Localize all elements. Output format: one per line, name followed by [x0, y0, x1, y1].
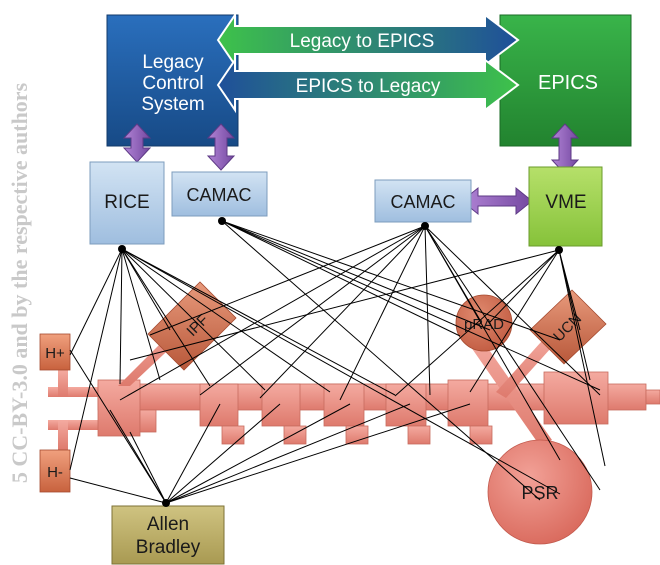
- rice-box: [89, 161, 165, 245]
- legacy-box-line-3: System: [141, 94, 204, 115]
- connection-line-camacR-7: [424, 225, 601, 491]
- connection-line-rice-1: [121, 248, 161, 381]
- h-minus-source: [39, 449, 71, 493]
- h-plus-stub: [58, 370, 68, 397]
- connection-line-rice-6: [121, 248, 171, 331]
- h-minus-label: H-: [47, 464, 63, 481]
- connection-line-camacL-2: [221, 220, 601, 391]
- connection-line-ab-3: [165, 403, 221, 504]
- connection-line-camacR-3: [339, 225, 426, 401]
- rice-label: RICE: [104, 192, 149, 213]
- h-plus-source: [39, 333, 71, 371]
- allen-bradley-line-2: Bradley: [136, 537, 201, 558]
- prad-label: pRAD: [464, 316, 504, 333]
- camac-right-box: [374, 179, 472, 223]
- connection-line-rice-2: [121, 248, 211, 387]
- connection-line-ab-4: [165, 403, 281, 504]
- connection-line-camacR-1: [199, 225, 426, 396]
- rice-hub-dot: [118, 245, 126, 253]
- connection-line-ab-8: [129, 431, 167, 504]
- connection-line-camacR-8: [424, 225, 481, 321]
- allen-bradley-box: [111, 505, 225, 565]
- psr-ring: [487, 439, 593, 545]
- epics-to-legacy-arrow: [216, 56, 520, 114]
- camac-left-box: [171, 171, 268, 217]
- epics-box-label: EPICS: [538, 72, 598, 94]
- connection-line-camacL-1: [221, 220, 491, 331]
- vme-box: [528, 166, 603, 247]
- connection-line-ab-2: [109, 409, 167, 504]
- legacy-box-line-2: Control: [142, 73, 203, 94]
- beam-pipe-end: [645, 389, 660, 405]
- vme-label: VME: [545, 192, 586, 213]
- ipf-target: [147, 281, 237, 371]
- legacy-box-line-1: Legacy: [142, 52, 204, 73]
- vme-hub-dot: [555, 246, 563, 254]
- connection-line-camacR-6: [424, 225, 601, 396]
- allen-bradley-hub-dot: [162, 499, 170, 507]
- connection-line-camacR-2: [259, 225, 426, 399]
- connection-line-ab-0: [69, 349, 167, 504]
- legacy-to-epics-arrow: [216, 11, 520, 69]
- epics-to-legacy-label: EPICS to Legacy: [296, 76, 441, 97]
- legacy-to-epics-label: Legacy to EPICS: [290, 31, 435, 52]
- connection-line-ab-1: [69, 477, 167, 504]
- connection-line-ab-7: [165, 403, 471, 504]
- epics-vme-link-arrow: [550, 123, 580, 175]
- connection-line-vme-0: [394, 249, 560, 397]
- connection-line-vme-4: [558, 249, 591, 381]
- connection-line-vme-5: [558, 249, 606, 467]
- connection-line-rice-3: [121, 248, 266, 391]
- camac-right-label: CAMAC: [390, 192, 455, 212]
- connection-line-camacR-4: [424, 225, 431, 396]
- allen-bradley-line-1: Allen: [147, 514, 189, 535]
- legacy-camac-link-arrow: [206, 123, 236, 171]
- legacy-rice-link-arrow: [122, 123, 152, 163]
- connection-line-rice-5: [121, 248, 396, 396]
- connection-line-camacR-9: [149, 225, 426, 336]
- h-plus-label: H+: [45, 345, 65, 362]
- connection-lines: [69, 220, 606, 504]
- connection-line-ab-5: [165, 403, 351, 504]
- connection-line-camacL-3: [221, 220, 541, 501]
- connection-line-camacR-0: [119, 225, 426, 401]
- legacy-control-system-box: [106, 14, 239, 147]
- h-minus-feeder: [48, 420, 103, 430]
- connection-line-camacL-0: [221, 220, 461, 337]
- license-watermark-text: 5 CC-BY-3.0 and by the respective author…: [7, 82, 33, 483]
- camac-right-hub-dot: [421, 222, 429, 230]
- connection-line-vme-2: [489, 249, 560, 323]
- accelerator-modules: [97, 371, 609, 445]
- connection-line-rice-8: [69, 248, 123, 471]
- connection-line-rice-7: [69, 248, 123, 356]
- ucn-branch-line: [496, 332, 560, 398]
- connection-line-vme-1: [469, 249, 560, 393]
- camac-vme-link-arrow: [461, 186, 533, 216]
- connection-line-camacL-4: [221, 220, 561, 341]
- license-watermark: 5 CC-BY-3.0 and by the respective author…: [0, 0, 40, 565]
- connection-line-rice-4: [121, 248, 331, 393]
- connection-line-ab-6: [165, 403, 411, 504]
- h-minus-stub: [58, 420, 68, 450]
- connection-line-vme-6: [129, 249, 560, 361]
- connection-line-rice-0: [119, 248, 123, 385]
- camac-left-label: CAMAC: [186, 185, 251, 205]
- h-plus-feeder: [48, 387, 103, 397]
- camac-left-hub-dot: [218, 217, 226, 225]
